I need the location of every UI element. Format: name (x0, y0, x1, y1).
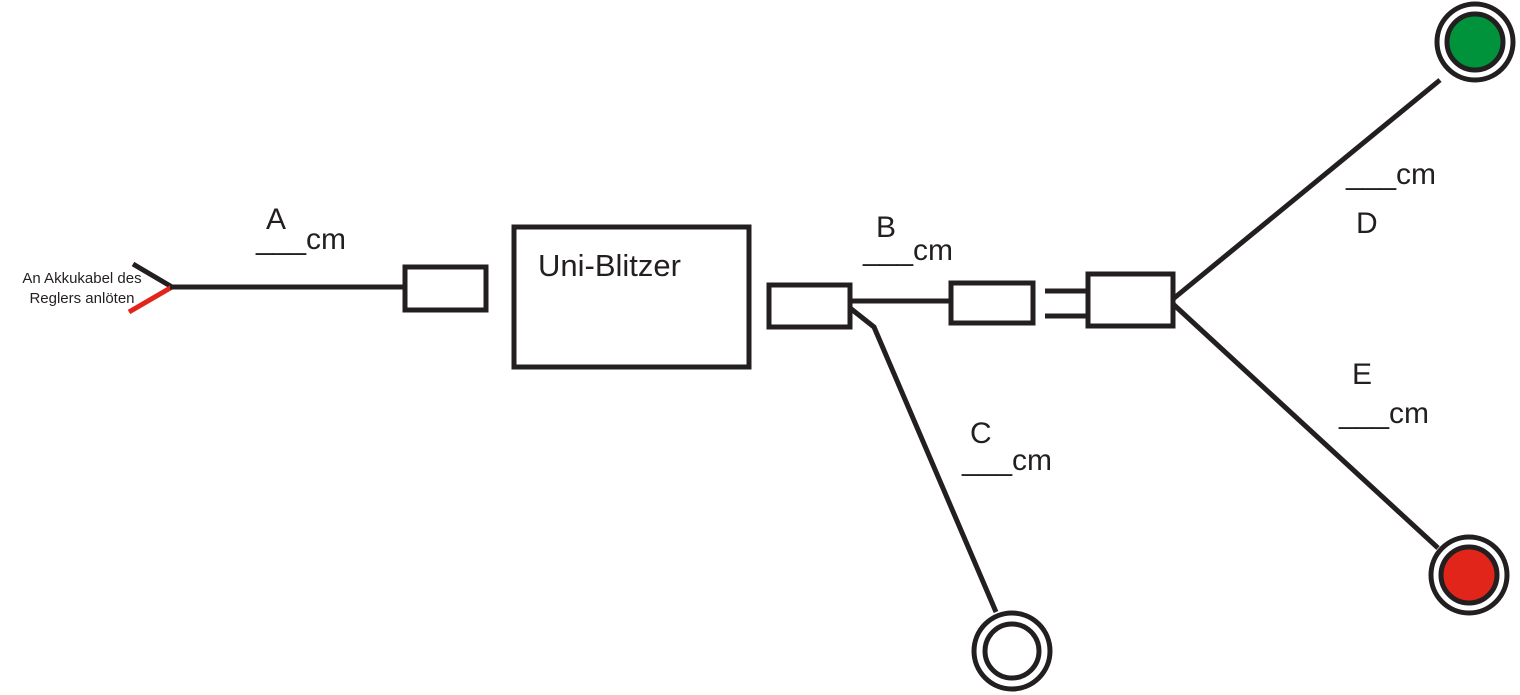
uni-blitzer-label: Uni-Blitzer (538, 248, 681, 283)
cable-e-letter: E (1352, 358, 1372, 391)
uni-blitzer-box (511, 224, 752, 370)
cable-a-letter: A (266, 203, 286, 236)
cable-d-length: ___cm (1345, 158, 1436, 191)
cable-a-length: ___cm (255, 223, 346, 256)
connector-a (402, 264, 489, 313)
led-d (1434, 1, 1516, 83)
solder-note-line2: Reglers anlöten (29, 290, 134, 307)
battery-lead-red (127, 284, 174, 315)
cable-d (1171, 78, 1442, 301)
cable-b-length: ___cm (862, 234, 953, 267)
battery-lead-black (131, 261, 174, 290)
cable-c (848, 306, 999, 613)
connector-b-1 (948, 280, 1036, 326)
cable-e-length: ___cm (1338, 397, 1429, 430)
connector-b-2 (1085, 271, 1176, 329)
cable-c-length: ___cm (961, 444, 1052, 477)
cable-e (1171, 302, 1440, 550)
cable-d-letter: D (1356, 207, 1378, 240)
cable-c-letter: C (970, 417, 992, 450)
connector-output (766, 282, 853, 330)
solder-note-line1: An Akkukabel des (22, 270, 141, 287)
led-e (1428, 534, 1510, 616)
cable-b-letter: B (876, 211, 896, 244)
led-c (971, 610, 1053, 692)
